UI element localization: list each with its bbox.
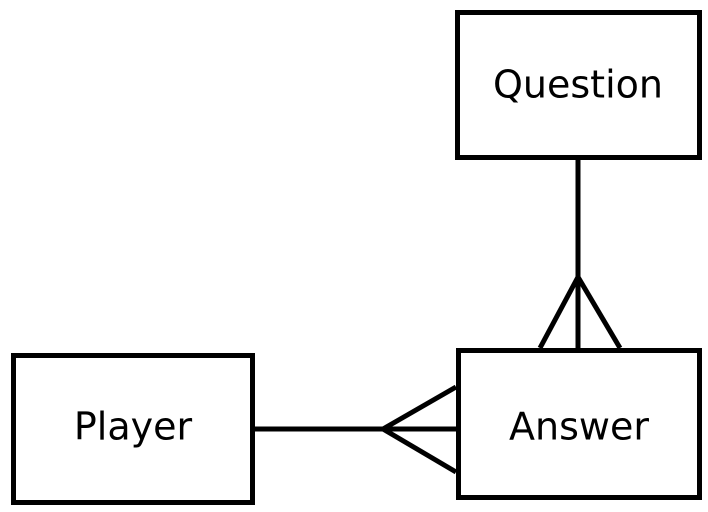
crow-foot-leg-lower-player-answer bbox=[381, 426, 458, 475]
entity-box-answer[interactable] bbox=[456, 348, 702, 500]
entity-question[interactable]: Question bbox=[455, 10, 702, 160]
crow-foot-leg-right-question-answer bbox=[575, 275, 623, 350]
crow-foot-leg-upper-player-answer bbox=[381, 384, 458, 432]
crow-foot-leg-left-question-answer bbox=[537, 275, 581, 350]
relationship-question-answer[interactable] bbox=[537, 160, 623, 350]
entity-label-player: Player bbox=[74, 405, 193, 449]
entity-box-question[interactable] bbox=[455, 10, 702, 160]
entity-answer[interactable]: Answer bbox=[456, 348, 702, 500]
entity-player[interactable]: Player bbox=[11, 353, 255, 505]
entity-box-player[interactable] bbox=[11, 353, 255, 505]
relationship-player-answer[interactable] bbox=[255, 384, 458, 475]
entity-label-answer: Answer bbox=[509, 405, 649, 449]
entity-label-question: Question bbox=[493, 63, 663, 107]
